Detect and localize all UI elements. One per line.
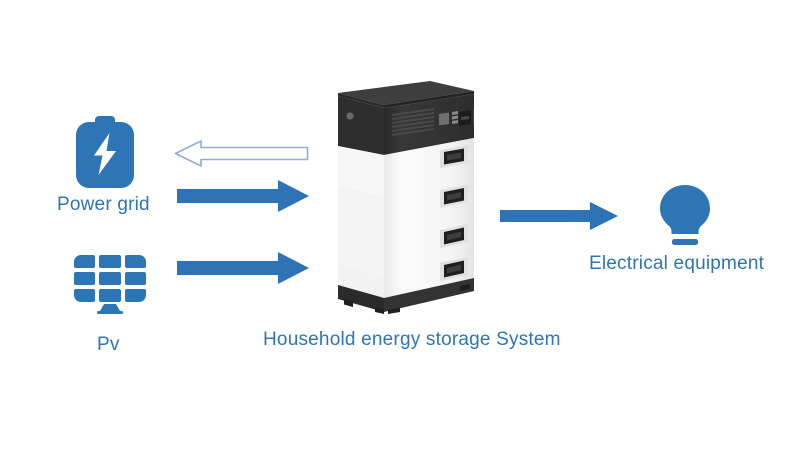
battery-stack-icon	[338, 81, 474, 314]
light-bulb-icon	[660, 185, 710, 245]
base-foot	[344, 299, 353, 307]
electrical-equipment-label: Electrical equipment	[589, 253, 765, 274]
solar-cell	[99, 255, 121, 268]
solar-panel-icon	[74, 255, 146, 317]
battery-module	[338, 256, 474, 298]
solar-panel-stand	[97, 304, 123, 314]
base-plinth	[338, 278, 474, 314]
inverter-top-plate	[338, 81, 474, 108]
storage-system-label: Household energy storage System	[263, 329, 561, 350]
solar-cell	[124, 272, 146, 285]
vent-grille-left	[392, 108, 434, 136]
arrow-pv-to-storage	[177, 252, 309, 284]
arrow-storage-to-equipment	[500, 202, 618, 230]
inverter-display	[439, 112, 449, 126]
lightning-bolt-glyph	[94, 133, 116, 175]
power-grid-label: Power grid	[57, 194, 150, 215]
solar-cell	[124, 289, 146, 302]
status-indicator	[346, 112, 354, 120]
vent-grille-right	[473, 109, 474, 124]
battery-module	[338, 217, 474, 276]
solar-cell-grid	[74, 255, 146, 302]
solar-cell	[74, 272, 96, 285]
battery-bolt-icon	[76, 116, 134, 188]
base-foot	[388, 307, 400, 314]
arrow-grid-to-storage	[177, 180, 309, 212]
battery-tab	[95, 116, 115, 125]
pv-label: Pv	[97, 334, 120, 355]
inverter-module	[338, 94, 474, 155]
solar-cell	[124, 255, 146, 268]
base-foot	[375, 307, 384, 314]
bulb-base	[672, 239, 698, 245]
solar-cell	[99, 272, 121, 285]
solar-cell	[74, 289, 96, 302]
arrow-storage-to-grid	[174, 140, 309, 167]
battery-module	[338, 178, 474, 236]
battery-module	[338, 138, 474, 196]
solar-cell	[74, 255, 96, 268]
base-foot	[460, 284, 470, 291]
solar-cell	[99, 289, 121, 302]
led-indicators	[452, 111, 458, 124]
